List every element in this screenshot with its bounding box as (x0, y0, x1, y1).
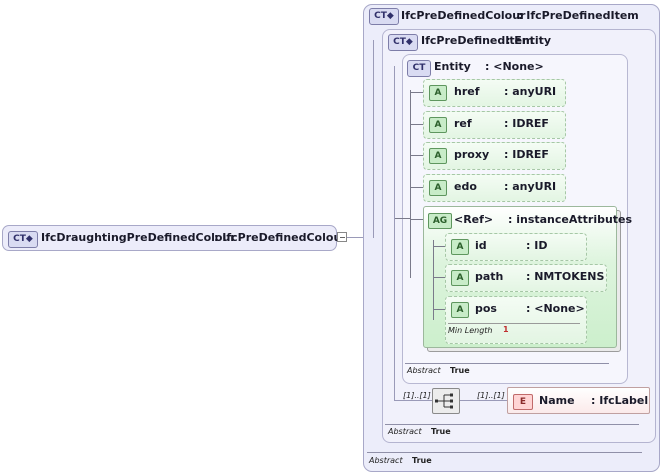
sequence-cardinality-right: [1]..[1] (477, 391, 505, 400)
attribute-name: path (475, 270, 504, 283)
attribute-ref[interactable]: A ref : IDREF (423, 111, 566, 139)
outer-type-base: : IfcPreDefinedItem (518, 9, 639, 22)
tree-line (394, 218, 410, 219)
abstract-value: True (431, 427, 451, 436)
attribute-name: pos (475, 302, 497, 315)
collapse-toggle[interactable] (337, 232, 347, 242)
attribute-proxy[interactable]: A proxy : IDREF (423, 142, 566, 170)
tree-line (394, 66, 395, 400)
root-complex-type[interactable]: CT◆ IfcDraughtingPreDefinedColour : IfcP… (2, 225, 347, 251)
attribute-icon: A (429, 117, 447, 133)
attribute-type: : NMTOKENS (526, 270, 605, 283)
ct-icon: CT◆ (8, 231, 38, 248)
element-name-label: Name (539, 394, 575, 407)
tree-line (460, 400, 507, 401)
attribute-icon: A (429, 148, 447, 164)
tree-line (410, 187, 423, 188)
attribute-name: edo (454, 180, 477, 193)
entity-type-name: Entity (434, 60, 471, 73)
root-type-base: : IfcPreDefinedColour (214, 231, 347, 244)
tree-line (410, 92, 423, 93)
tree-line (410, 124, 423, 125)
tree-line (410, 90, 411, 278)
sequence-compositor[interactable] (432, 388, 460, 414)
attribute-edo[interactable]: A edo : anyURI (423, 174, 566, 202)
middle-type-base: : Entity (506, 34, 552, 47)
tree-line (410, 219, 423, 220)
element-icon: E (513, 394, 533, 410)
attribute-group-type: : instanceAttributes (508, 213, 633, 226)
facet-value: 1 (503, 325, 509, 334)
tree-line (433, 277, 445, 278)
abstract-label: Abstract (369, 456, 403, 465)
attribute-type: : anyURI (504, 180, 557, 193)
tree-line (394, 400, 432, 401)
entity-type-base: : <None> (485, 60, 544, 73)
attribute-name: id (475, 239, 487, 252)
element-name[interactable]: E Name : IfcLabel (507, 387, 650, 414)
attribute-path[interactable]: A path : NMTOKENS (445, 264, 607, 292)
attribute-group-name: <Ref> (454, 213, 494, 226)
attribute-icon: A (451, 302, 469, 318)
abstract-label: Abstract (388, 427, 422, 436)
separator (385, 424, 639, 425)
sequence-cardinality-left: [1]..[1] (403, 391, 431, 400)
separator (448, 323, 580, 324)
abstract-label: Abstract (407, 366, 441, 375)
attribute-name: proxy (454, 148, 490, 161)
attribute-href[interactable]: A href : anyURI (423, 79, 566, 107)
attribute-type: : IDREF (504, 148, 549, 161)
attribute-icon: A (451, 239, 469, 255)
outer-type-name: IfcPreDefinedColour (401, 9, 526, 22)
tree-line (433, 240, 434, 320)
tree-line (433, 246, 445, 247)
tree-line (433, 309, 445, 310)
attribute-type: : <None> (526, 302, 585, 315)
ct-icon: CT◆ (369, 8, 399, 25)
ct-icon: CT (407, 60, 431, 77)
element-type: : IfcLabel (591, 394, 649, 407)
facet-label: Min Length (448, 326, 493, 335)
attribute-icon: A (429, 180, 447, 196)
middle-type-name: IfcPreDefinedItem (421, 34, 534, 47)
abstract-value: True (412, 456, 432, 465)
separator (367, 452, 642, 453)
connector-line (347, 237, 363, 238)
attribute-type: : ID (526, 239, 548, 252)
tree-line (373, 40, 374, 238)
attribute-type: : IDREF (504, 117, 549, 130)
abstract-value: True (450, 366, 470, 375)
sequence-icon (435, 393, 453, 409)
ct-icon: CT◆ (388, 34, 418, 51)
attribute-name: ref (454, 117, 472, 130)
attribute-group-icon: AG (428, 213, 452, 229)
root-type-name: IfcDraughtingPreDefinedColour (41, 231, 236, 244)
attribute-id[interactable]: A id : ID (445, 233, 587, 261)
attribute-icon: A (429, 85, 447, 101)
attribute-icon: A (451, 270, 469, 286)
separator (405, 363, 609, 364)
tree-line (410, 155, 423, 156)
attribute-name: href (454, 85, 480, 98)
attribute-type: : anyURI (504, 85, 557, 98)
attribute-pos[interactable]: A pos : <None> Min Length 1 (445, 296, 587, 344)
